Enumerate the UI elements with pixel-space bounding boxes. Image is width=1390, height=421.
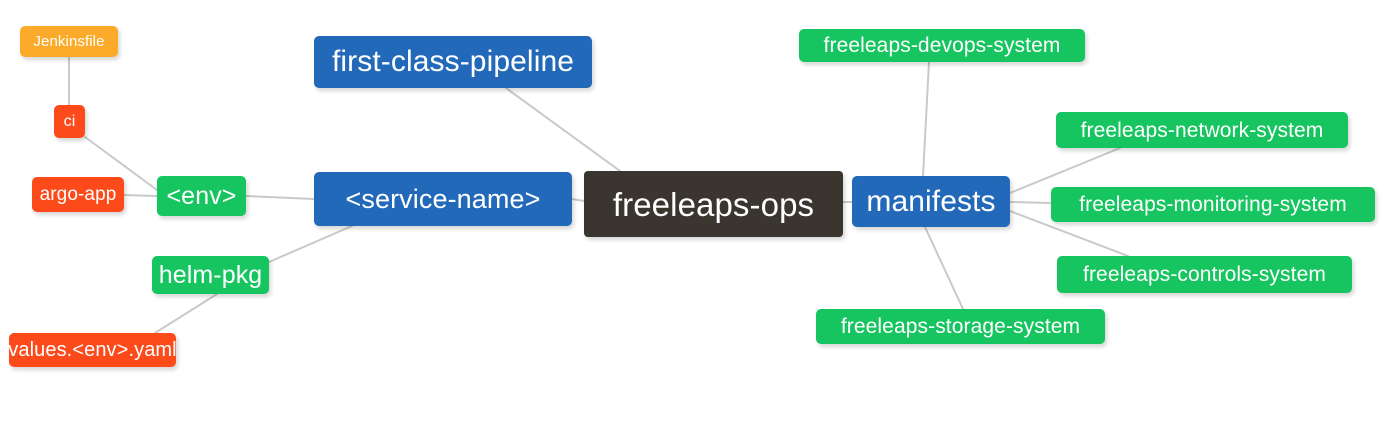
node-root[interactable]: freeleaps-ops: [584, 171, 843, 237]
node-storage[interactable]: freeleaps-storage-system: [816, 309, 1105, 344]
node-ci[interactable]: ci: [54, 105, 85, 138]
edge-argo-app-to-env: [123, 194, 158, 197]
edge-manifests-to-devops: [922, 61, 930, 177]
node-service-name[interactable]: <service-name>: [314, 172, 572, 226]
edge-values-yaml-to-helm-pkg: [154, 293, 218, 334]
node-values-yaml[interactable]: values.<env>.yaml: [8, 333, 177, 367]
node-devops[interactable]: freeleaps-devops-system: [799, 29, 1085, 62]
edge-manifests-to-storage: [924, 226, 964, 310]
node-controls[interactable]: freeleaps-controls-system: [1057, 256, 1352, 293]
edge-service-name-to-root: [571, 198, 585, 202]
node-jenkinsfile[interactable]: Jenkinsfile: [20, 26, 118, 57]
node-manifests[interactable]: manifests: [852, 176, 1010, 227]
edge-manifests-to-monitoring: [1009, 201, 1052, 204]
node-argo-app[interactable]: argo-app: [32, 177, 124, 212]
node-network[interactable]: freeleaps-network-system: [1056, 112, 1348, 148]
node-monitoring[interactable]: freeleaps-monitoring-system: [1051, 187, 1375, 222]
edge-env-to-service-name: [245, 195, 315, 200]
edge-helm-pkg-to-service-name: [268, 225, 353, 263]
edge-pipeline-to-root: [505, 87, 621, 172]
node-env[interactable]: <env>: [157, 176, 246, 216]
node-pipeline[interactable]: first-class-pipeline: [314, 36, 592, 88]
node-helm-pkg[interactable]: helm-pkg: [152, 256, 269, 294]
